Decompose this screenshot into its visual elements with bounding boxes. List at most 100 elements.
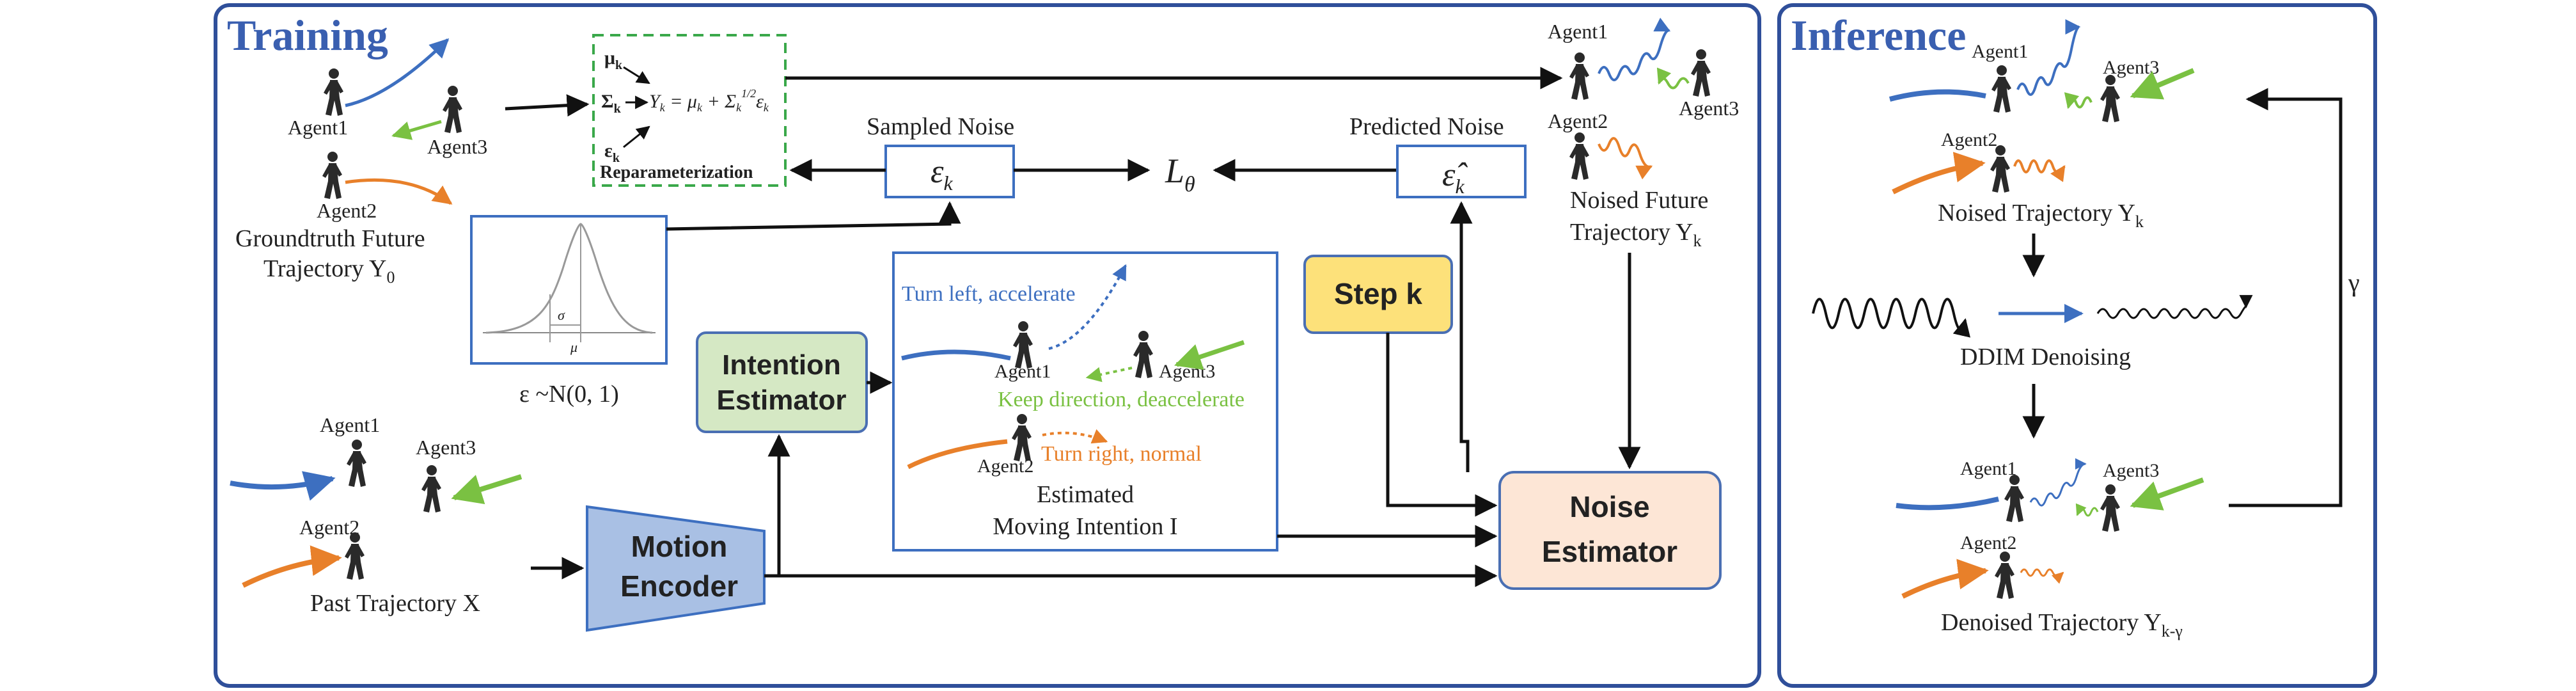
walker-icon <box>1691 49 1711 97</box>
past-trajectory-label: Past Trajectory X <box>310 590 480 617</box>
walker-icon <box>1991 65 2011 113</box>
arrow-loop-back <box>2229 88 2343 507</box>
svg-text:Estimated: Estimated <box>1037 481 1134 508</box>
arrow-gt-to-reparam <box>505 94 590 117</box>
gaussian-dist-label: ε ~N(0, 1) <box>519 381 619 408</box>
svg-text:Agent1: Agent1 <box>320 413 380 436</box>
noised-future-line1: Noised Future <box>1570 187 1708 214</box>
past-agent2: Agent2 <box>242 516 365 588</box>
svg-text:Encoder: Encoder <box>620 569 738 603</box>
training-frame <box>214 3 1761 688</box>
intention-estimator-box: Intention Estimator <box>696 331 868 433</box>
noised-agent2: Agent2 <box>1548 109 1653 180</box>
svg-text:Σk: Σk <box>601 91 622 116</box>
noised-future-line2: Trajectory Yk <box>1570 219 1701 250</box>
svg-text:Noise: Noise <box>1569 490 1649 523</box>
walker-icon <box>443 86 462 133</box>
svg-text:Turn left, accelerate: Turn left, accelerate <box>902 282 1076 306</box>
estimated-intention-box: Turn left, accelerate Agent1 Agent3 Keep… <box>892 251 1278 552</box>
arrow-noise-est-to-pred <box>1450 201 1473 472</box>
svg-text:Agent1: Agent1 <box>1972 41 2028 62</box>
noised-agent3: Agent3 <box>1656 49 1739 120</box>
agent3-trajectory <box>391 120 442 140</box>
training-title: Training <box>227 11 388 60</box>
past-agent1: Agent1 <box>230 413 380 501</box>
step-k-box: Step k <box>1303 255 1453 334</box>
sampled-noise-symbol: εk <box>931 154 954 195</box>
gamma-label: γ <box>2348 268 2360 297</box>
svg-text:Estimator: Estimator <box>717 385 847 416</box>
denoised-trajectory-label: Denoised Trajectory Yk-γ <box>1941 609 2183 640</box>
arrow-step-to-noise-est <box>1386 333 1498 517</box>
svg-text:Estimator: Estimator <box>1542 535 1677 568</box>
svg-text:Keep direction, deaccelerate: Keep direction, deaccelerate <box>998 388 1245 411</box>
walker-icon <box>2100 75 2120 122</box>
reparameterization-label: Reparameterization <box>600 163 753 182</box>
svg-text:Intention: Intention <box>722 349 841 381</box>
agent2-label: Agent2 <box>317 199 377 222</box>
svg-text:Moving Intention I: Moving Intention I <box>993 513 1177 540</box>
svg-text:Agent3: Agent3 <box>416 436 476 459</box>
gaussian-distribution-box: σ μ <box>470 215 668 365</box>
svg-text:Agent2: Agent2 <box>977 456 1033 477</box>
walker-icon <box>2100 484 2120 532</box>
groundtruth-agent1: Agent1 <box>288 38 450 139</box>
predicted-noise-box <box>1396 145 1527 198</box>
svg-text:Step k: Step k <box>1334 277 1422 310</box>
predicted-noise-label: Predicted Noise <box>1349 113 1504 140</box>
walker-icon <box>347 440 366 487</box>
svg-text:Yk = μk + Σk1/2εk: Yk = μk + Σk1/2εk <box>649 87 769 114</box>
walker-icon <box>322 152 342 199</box>
inference-noised-agents: Agent1 Agent3 Agent2 <box>1889 19 2195 195</box>
groundtruth-label-line1: Groundtruth Future <box>235 225 425 252</box>
ddim-label: DDIM Denoising <box>1960 344 2131 370</box>
agent1-label: Agent1 <box>288 116 348 139</box>
inference-title: Inference <box>1791 11 1966 60</box>
walker-icon <box>421 465 441 512</box>
inference-frame <box>1777 3 2377 688</box>
walker-icon <box>1569 132 1589 180</box>
sampled-noise-box <box>884 145 1015 198</box>
svg-text:Agent3: Agent3 <box>2103 57 2159 78</box>
svg-text:εk: εk <box>604 140 620 165</box>
agent1-trajectory <box>345 38 450 107</box>
svg-text:Agent2: Agent2 <box>1548 109 1608 132</box>
walker-icon <box>2004 475 2024 522</box>
svg-text:μk: μk <box>604 47 623 72</box>
svg-text:Motion: Motion <box>631 530 728 563</box>
svg-text:Turn right, normal: Turn right, normal <box>1041 442 1202 466</box>
inference-denoised-agents: Agent1 Agent3 Agent2 <box>1896 458 2204 599</box>
svg-text:Agent3: Agent3 <box>1679 97 1739 120</box>
sampled-noise-label: Sampled Noise <box>867 113 1014 140</box>
svg-text:Agent3: Agent3 <box>1159 361 1215 382</box>
walker-icon <box>1990 145 2010 193</box>
reparameterization-box: μk Σk Yk = μk + Σk1/2εk εk Reparameteriz… <box>592 34 787 187</box>
svg-text:Agent3: Agent3 <box>2103 460 2159 481</box>
walker-icon <box>324 68 343 116</box>
ddim-waves <box>1812 295 2253 338</box>
svg-text:Agent2: Agent2 <box>1960 532 2016 553</box>
past-agent3: Agent3 <box>416 436 522 512</box>
groundtruth-agent2: Agent2 <box>317 152 453 222</box>
groundtruth-label-line2: Trajectory Y0 <box>263 255 395 287</box>
svg-text:μ: μ <box>570 339 577 355</box>
arrow-gauss-to-noise <box>666 201 961 231</box>
agent3-label: Agent3 <box>427 135 487 158</box>
motion-encoder-box: Motion Encoder <box>586 505 766 632</box>
noised-trajectory-label: Noised Trajectory Yk <box>1938 200 2144 231</box>
svg-text:Agent2: Agent2 <box>1941 129 1997 150</box>
walker-icon <box>1569 52 1589 100</box>
svg-text:Agent1: Agent1 <box>1548 20 1608 43</box>
walker-icon <box>345 532 365 580</box>
noised-agent1: Agent1 <box>1548 17 1671 100</box>
walker-icon <box>1995 552 2014 599</box>
noise-estimator-box: Noise Estimator <box>1498 471 1722 590</box>
svg-text:Agent2: Agent2 <box>299 516 359 539</box>
agent2-trajectory <box>345 178 453 205</box>
svg-text:Agent1: Agent1 <box>994 361 1051 382</box>
svg-text:Agent1: Agent1 <box>1960 458 2016 479</box>
loss-symbol: Lθ <box>1165 152 1195 196</box>
groundtruth-agent3: Agent3 <box>391 86 487 158</box>
svg-text:σ: σ <box>558 307 565 323</box>
